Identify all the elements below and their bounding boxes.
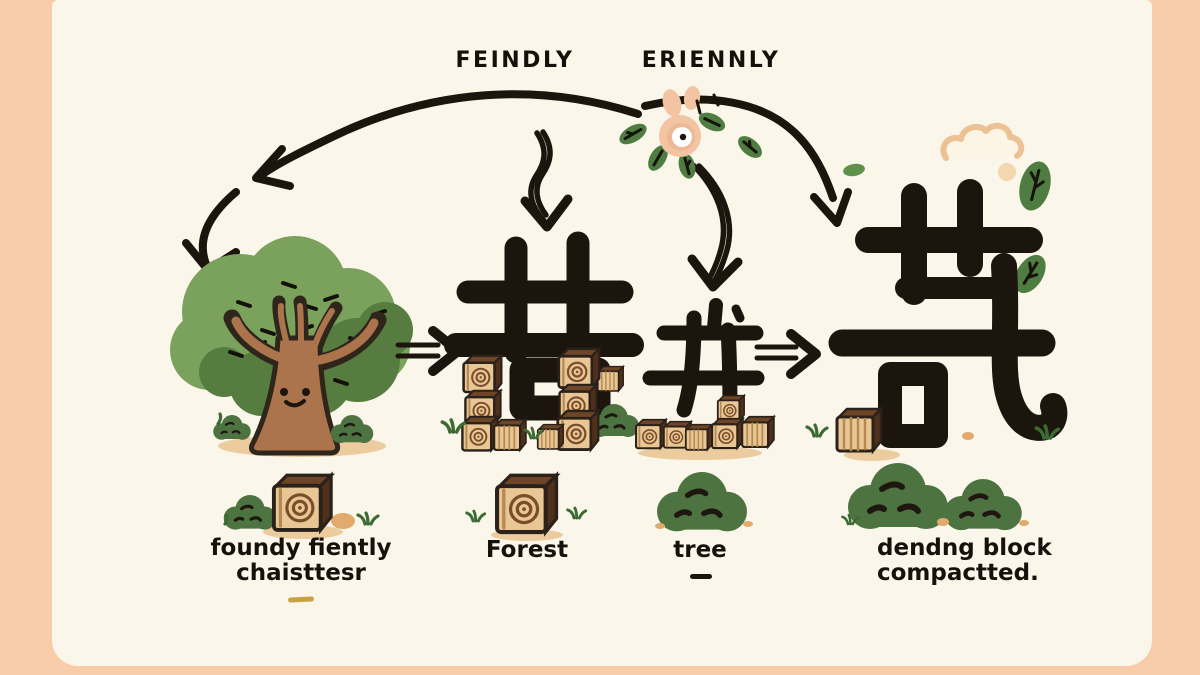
caption-stage4: dendng block compactted.: [877, 535, 1052, 586]
kanji-stage4-icon: [828, 179, 1068, 448]
wood-block-row-icon: [635, 394, 775, 460]
legend-stage2-icon: [465, 475, 588, 541]
cloud-icon: [940, 122, 1025, 181]
legend-stage4-icon: [841, 463, 1029, 530]
caption-stage1: foundy fiently chaisttesr: [210, 535, 392, 586]
double-arrow-icon: [754, 329, 821, 379]
title-feindly: FEINDLY: [455, 48, 575, 73]
title-eriennly: ERIENNLY: [641, 48, 781, 73]
caption-stage3: tree: [673, 537, 727, 563]
black-dash-icon: [690, 574, 712, 579]
leaf-dot-icon: [843, 163, 865, 177]
wood-block-icon: [805, 407, 1061, 461]
legend-stage1-icon: [222, 473, 380, 603]
arrow-to-stage2-icon: [520, 129, 573, 232]
gold-dash-icon: [288, 596, 315, 603]
leaf-icon: [1019, 161, 1051, 211]
legend-stage3-icon: [655, 472, 753, 579]
flower-icon: [619, 86, 762, 179]
caption-stage2: Forest: [485, 537, 569, 563]
cartoon-tree-icon: [170, 236, 413, 457]
arrow-to-stage3-icon: [687, 162, 743, 292]
